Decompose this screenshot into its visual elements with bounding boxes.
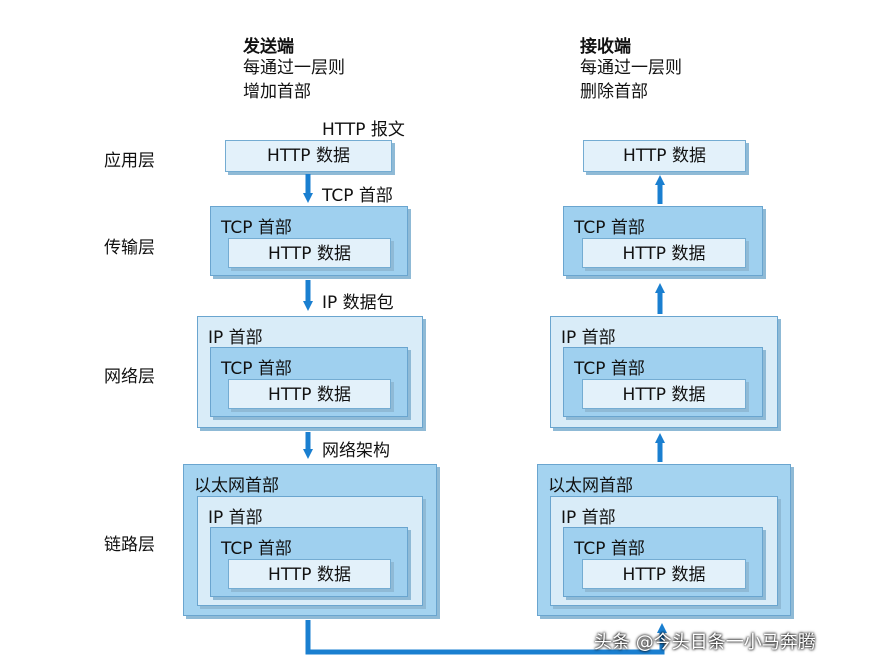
layer-application: 应用层 [104,151,155,171]
layer-network: 网络层 [104,367,155,387]
receiver-link-ethernet-label: 以太网首部 [548,476,633,496]
sender-title: 发送端 [243,37,294,57]
receiver-network-http-data: HTTP 数据 [582,379,746,409]
label-network-frame: 网络架构 [322,441,390,461]
receiver-title: 接收端 [580,37,631,57]
receiver-app-http-data: HTTP 数据 [583,140,746,172]
label-http-message: HTTP 报文 [322,120,405,140]
sender-transport-http-data: HTTP 数据 [228,238,391,268]
sender-app-http-data: HTTP 数据 [225,140,392,172]
receiver-link-http-data: HTTP 数据 [582,559,746,589]
sender-network-tcp-label: TCP 首部 [221,359,292,379]
physical-link-path [305,620,667,655]
sender-network-http-data: HTTP 数据 [228,379,391,409]
receiver-desc-line1: 每通过一层则 [580,58,682,78]
receiver-network-ip-label: IP 首部 [561,328,616,348]
layer-link: 链路层 [104,535,155,555]
sender-desc-line1: 每通过一层则 [243,58,345,78]
receiver-transport-http-data: HTTP 数据 [582,238,746,268]
sender-network-ip-label: IP 首部 [208,328,263,348]
receiver-desc-line2: 删除首部 [580,82,648,102]
sender-link-ethernet-label: 以太网首部 [194,476,279,496]
sender-transport-tcp-label: TCP 首部 [221,218,292,238]
sender-desc-line2: 增加首部 [243,82,311,102]
receiver-network-tcp-label: TCP 首部 [574,359,645,379]
layer-transport: 传输层 [104,238,155,258]
label-ip-packet: IP 数据包 [322,293,394,313]
label-tcp-header: TCP 首部 [322,186,393,206]
receiver-link-tcp-label: TCP 首部 [574,539,645,559]
receiver-transport-tcp-label: TCP 首部 [574,218,645,238]
sender-link-ip-label: IP 首部 [208,508,263,528]
watermark: 头条 @今头日条一小马奔腾 [594,632,816,653]
sender-link-tcp-label: TCP 首部 [221,539,292,559]
sender-link-http-data: HTTP 数据 [228,559,391,589]
receiver-link-ip-label: IP 首部 [561,508,616,528]
